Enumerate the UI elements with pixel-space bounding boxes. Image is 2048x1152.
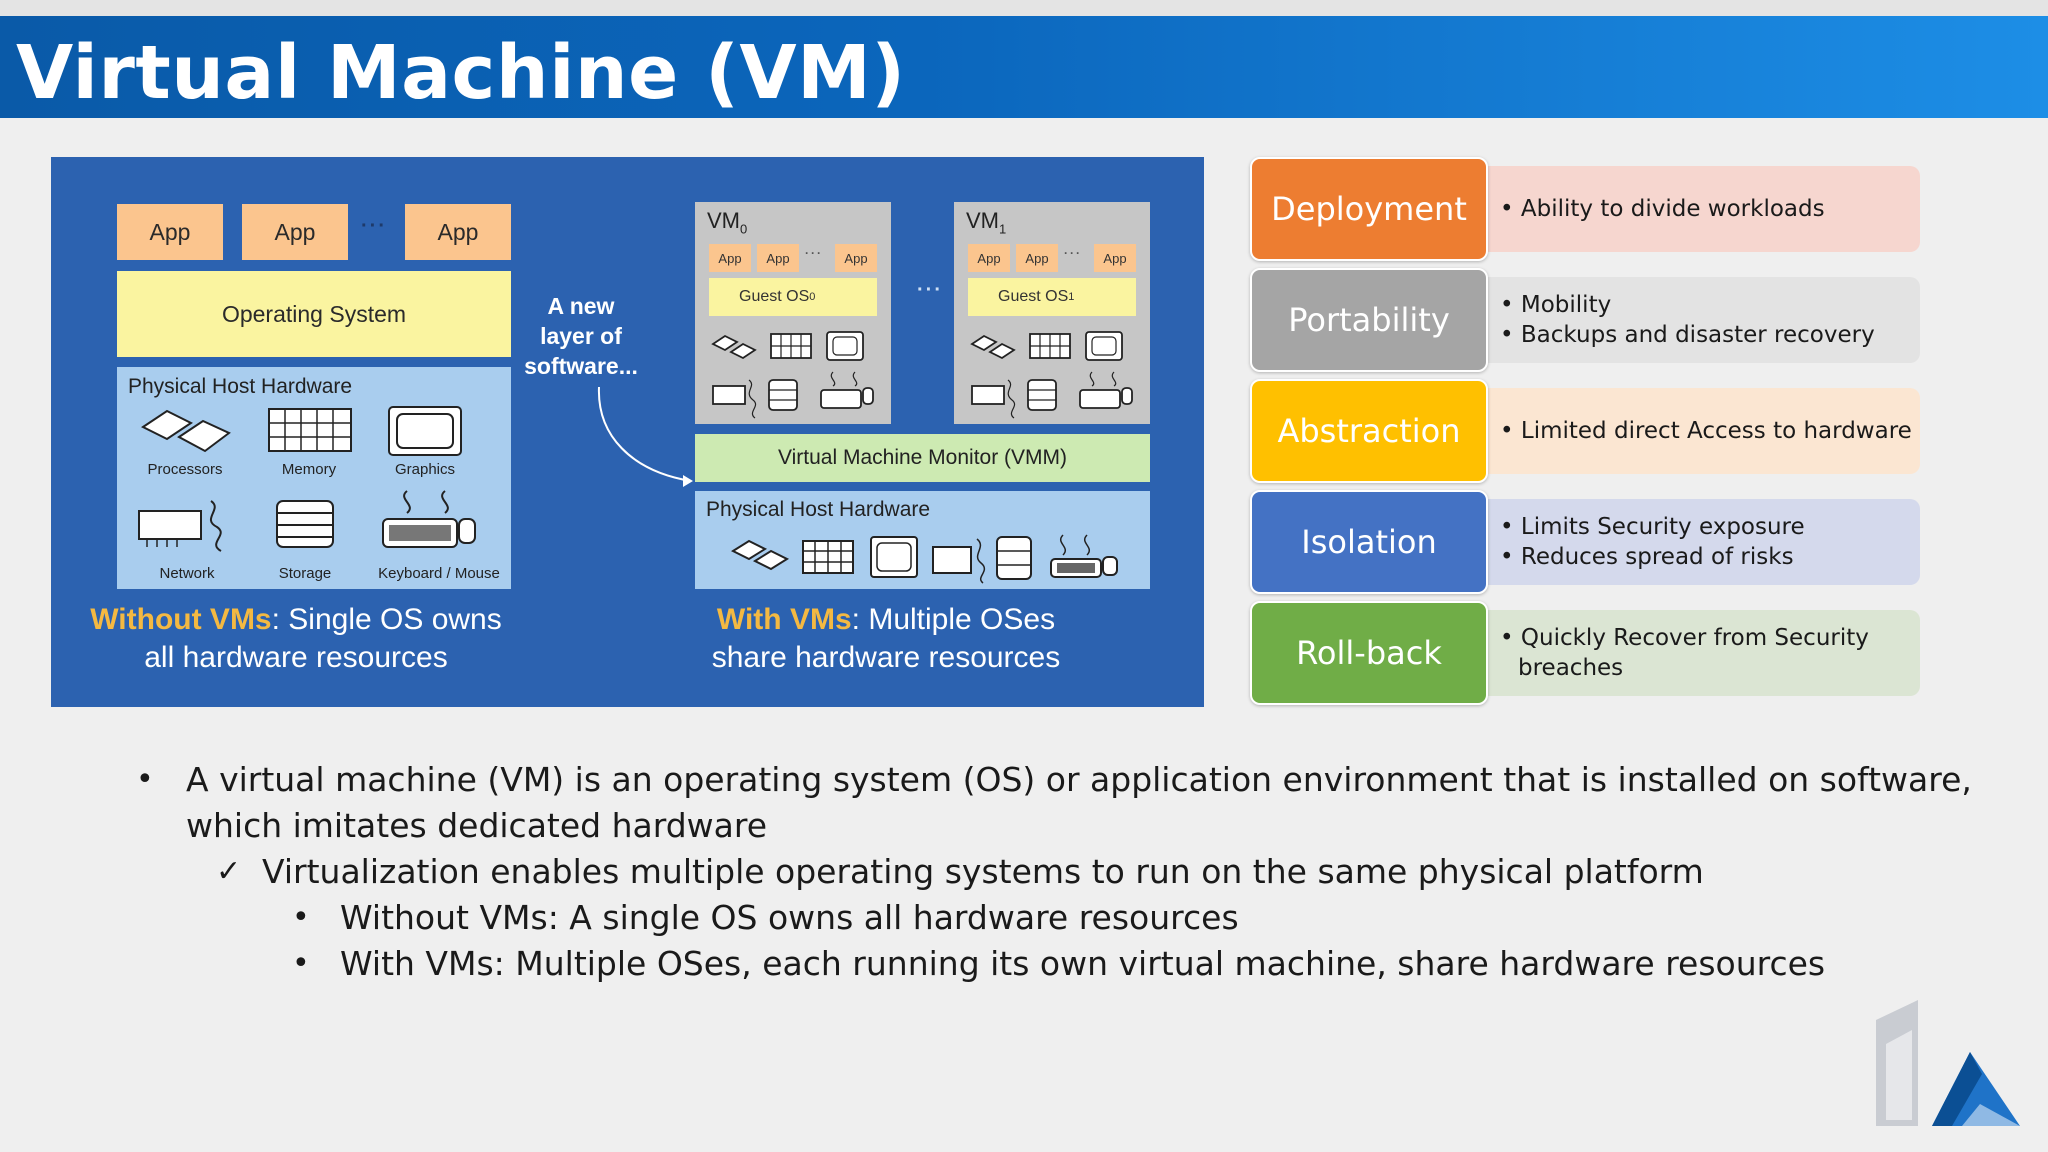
ellipsis: ··· [1064,246,1082,260]
bullet-line: A virtual machine (VM) is an operating s… [186,760,1972,799]
app-box: App [242,204,348,260]
top-strip [0,0,2048,16]
note-line: A new [547,293,615,319]
vm-physical-host-hardware: Physical Host Hardware [695,491,1150,589]
check-line: Virtualization enables multiple operatin… [262,852,1704,891]
operating-system-box: Operating System [117,271,511,357]
vmm-box: Virtual Machine Monitor (VMM) [695,434,1150,482]
without-vms-caption: Without VMs: Single OS owns all hardware… [71,601,521,677]
title-bar: Virtual Machine (VM) [0,16,2048,118]
vm-app-box: App [1094,244,1136,272]
feature-desc-portability: • Mobility • Backups and disaster recove… [1488,277,1920,363]
vm0-title: VM0 [707,208,748,237]
hardware-icons-row [731,534,1118,584]
feature-item: • Quickly Recover from Security breaches [1500,625,1869,681]
feature-label-rollback: Roll-back [1250,601,1488,705]
network-icon [138,500,222,552]
feature-item: • Reduces spread of risks [1500,544,1794,570]
feature-item: • Backups and disaster recovery [1500,322,1875,348]
feature-item: • Mobility [1500,292,1612,318]
page-title: Virtual Machine (VM) [16,30,906,116]
vm-hardware-icons [970,331,1133,419]
hw-label: Storage [278,565,332,582]
curved-arrow [597,386,693,487]
hw-label: Graphics [394,461,456,478]
feature-desc-rollback: • Quickly Recover from Security breaches [1488,610,1920,696]
caption-text: : Multiple OSes [851,603,1056,636]
bullet-icon: • [136,762,154,797]
bullet-icon: • [292,900,310,935]
vm-ellipsis: ··· [917,279,943,301]
feature-desc-isolation: • Limits Security exposure • Reduces spr… [1488,499,1920,585]
bullet-line: which imitates dedicated hardware [186,806,768,845]
check-icon: ✓ [216,854,242,889]
feature-label-portability: Portability [1250,268,1488,372]
note-line: software... [524,353,638,379]
hw-label: Network [159,565,215,582]
ellipsis: ··· [361,215,387,237]
processors-icon [141,409,231,453]
feature-item: • Ability to divide workloads [1500,196,1825,222]
sub-bullet-line: Without VMs: A single OS owns all hardwa… [340,898,1239,937]
feature-desc-abstraction: • Limited direct Access to hardware [1488,388,1920,474]
ellipsis: ··· [805,246,823,260]
caption-text: : Single OS owns [271,603,502,636]
app-box: App [405,204,511,260]
graphics-icon [388,406,462,456]
feature-item: • Limits Security exposure [1500,514,1805,540]
hw-title: Physical Host Hardware [128,375,353,398]
caption-highlight: With VMs [716,603,852,636]
caption-line2: share hardware resources [711,641,1061,674]
vm-app-box: App [1016,244,1058,272]
vm-hardware-icons [711,331,874,419]
feature-item: • Limited direct Access to hardware [1500,418,1912,444]
hw-label: Memory [281,461,337,478]
note-line: layer of [540,323,622,349]
hw-label: Processors [147,461,223,478]
storage-icon [276,500,334,548]
feature-label-abstraction: Abstraction [1250,379,1488,483]
hw-title: Physical Host Hardware [706,498,931,521]
bullet-icon: • [292,946,310,981]
app-box: App [117,204,223,260]
vm1-title: VM1 [966,208,1007,237]
with-vms-caption: With VMs: Multiple OSes share hardware r… [521,601,1204,677]
vm-app-box: App [709,244,751,272]
feature-label-isolation: Isolation [1250,490,1488,594]
hw-label: Keyboard / Mouse [378,565,500,582]
caption-line2: all hardware resources [144,641,448,674]
caption-highlight: Without VMs [90,603,272,636]
vm-diagram: App App ··· App Operating System Physica… [51,157,1204,707]
feature-label-deployment: Deployment [1250,157,1488,261]
vm-app-box: App [835,244,877,272]
sub-bullet-line: With VMs: Multiple OSes, each running it… [340,944,1826,983]
feature-desc-deployment: • Ability to divide workloads [1488,166,1920,252]
keyboard-mouse-icon [382,490,476,548]
vm-app-box: App [968,244,1010,272]
azure-logo-icon [1876,1000,2020,1126]
physical-host-hardware: Physical Host Hardware Processors Memory… [117,367,511,589]
new-layer-note: A new layer of software... [501,291,661,381]
memory-icon [268,408,352,452]
vm-app-box: App [757,244,799,272]
